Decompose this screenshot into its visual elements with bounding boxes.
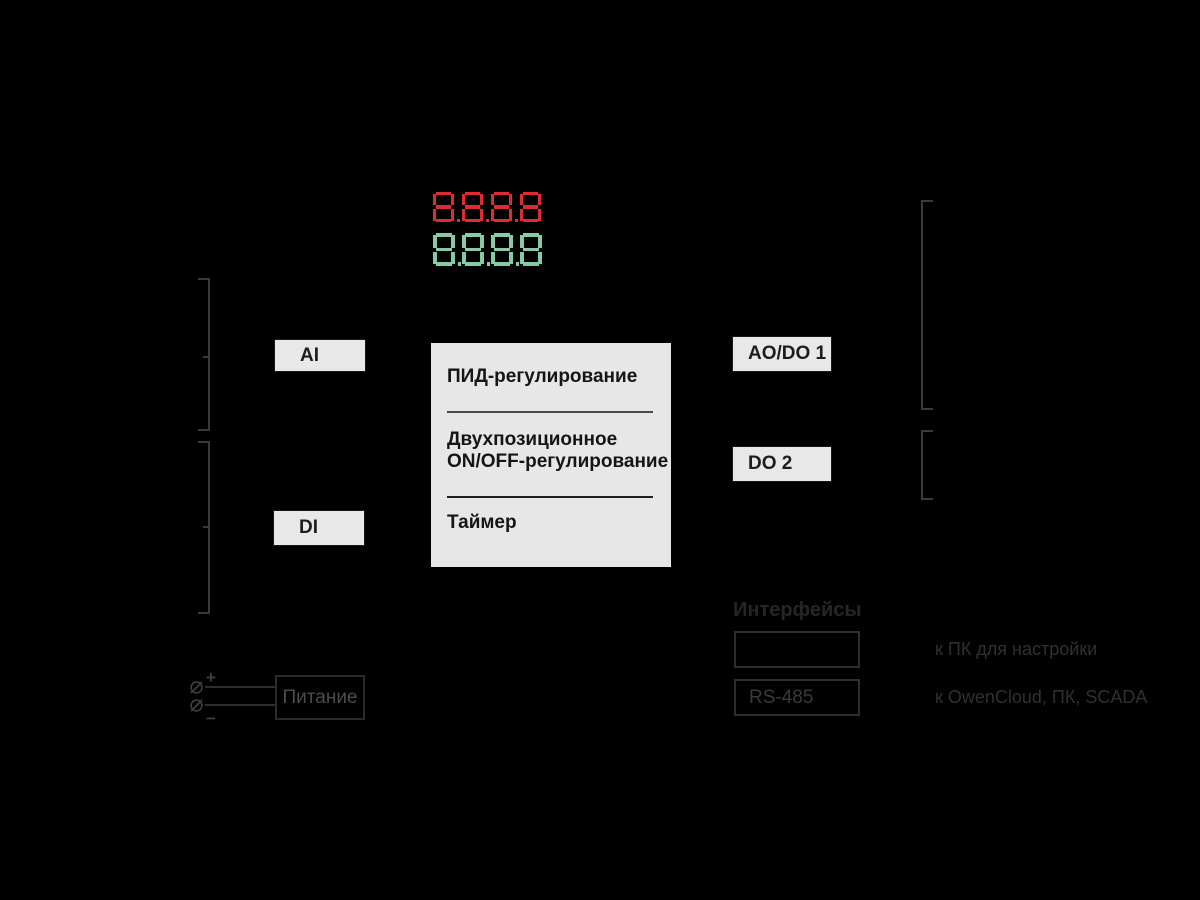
output1-group-bracket xyxy=(921,200,933,410)
rs485-interface-note: к OwenCloud, ПК, SCADA xyxy=(935,687,1148,707)
rs485-interface-box: RS-485 xyxy=(734,679,860,716)
usb-interface-note: к ПК для настройки xyxy=(935,639,1098,659)
interfaces-title: Интерфейсы xyxy=(733,599,862,621)
discrete-input-group-bracket xyxy=(198,441,210,614)
function-onoff-line2: ON/OFF-регулирование xyxy=(447,451,669,473)
screw-terminal-icon xyxy=(189,698,204,713)
output2-group-bracket xyxy=(921,430,933,500)
usb-interface-box xyxy=(734,631,860,668)
discrete-input-tick xyxy=(203,526,209,528)
do2-box: DO 2 xyxy=(732,446,832,482)
plus-sign: + xyxy=(206,668,216,687)
di-box: DI xyxy=(273,510,365,546)
minus-sign: − xyxy=(206,709,216,728)
do2-label: DO 2 xyxy=(748,453,793,474)
analog-input-tick xyxy=(203,356,209,358)
analog-input-group-bracket xyxy=(198,278,210,431)
green-7seg-display xyxy=(433,233,549,266)
aodo1-box: AO/DO 1 xyxy=(732,336,832,372)
red-7seg-display xyxy=(433,192,549,222)
screw-terminal-icon xyxy=(189,680,204,695)
power-label: Питание xyxy=(282,686,358,708)
function-onoff: Двухпозиционное ON/OFF-регулирование xyxy=(447,429,668,474)
panel-divider xyxy=(447,496,653,498)
function-pid: ПИД-регулирование xyxy=(447,366,638,387)
rs485-interface-label: RS-485 xyxy=(749,687,814,708)
function-timer: Таймер xyxy=(447,512,517,533)
function-onoff-line1: Двухпозиционное xyxy=(447,429,618,450)
ai-box: AI xyxy=(274,339,366,372)
power-wire-plus xyxy=(205,686,275,688)
di-label: DI xyxy=(299,517,318,538)
functions-panel: ПИД-регулирование Двухпозиционное ON/OFF… xyxy=(431,343,671,567)
power-wire-minus xyxy=(205,704,275,706)
aodo1-label: AO/DO 1 xyxy=(748,343,827,364)
ai-label: AI xyxy=(300,344,319,366)
panel-divider xyxy=(447,411,653,413)
power-box: Питание xyxy=(275,675,365,720)
